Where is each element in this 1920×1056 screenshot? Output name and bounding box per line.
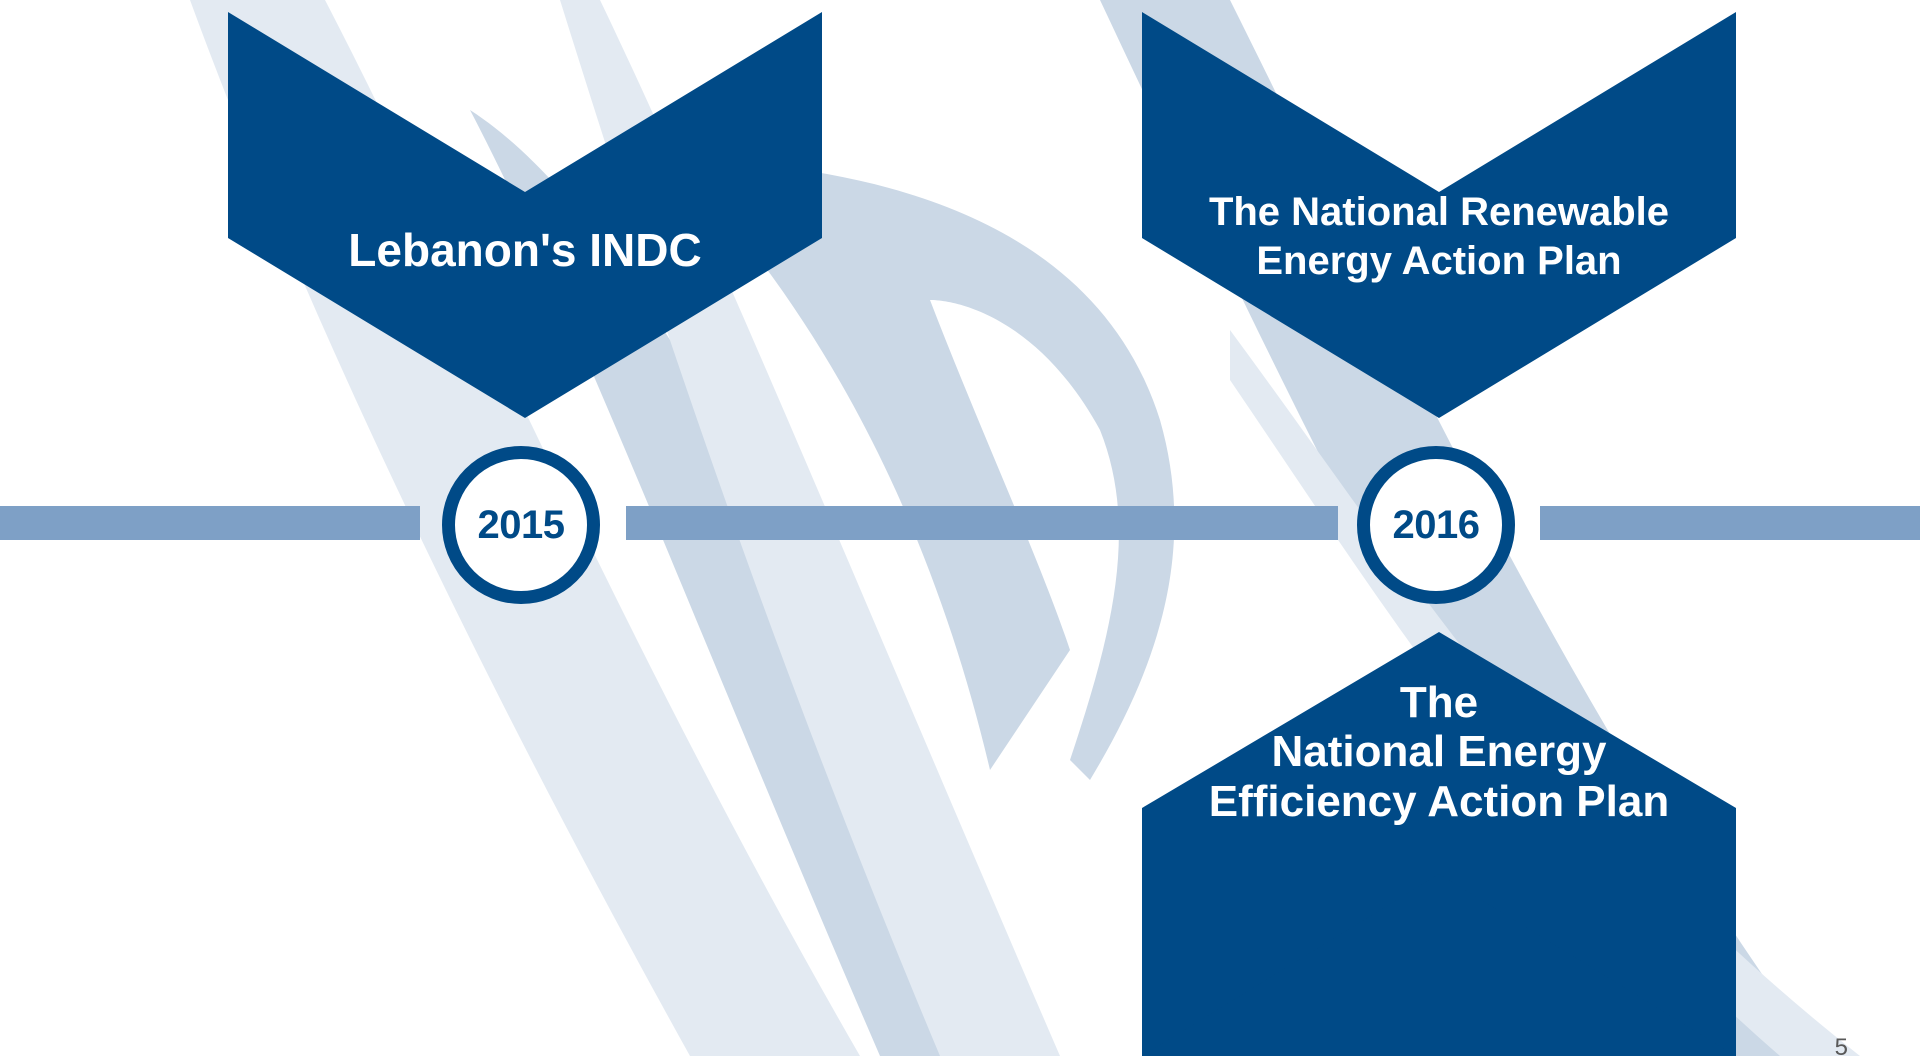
arrow-2016-top <box>1142 12 1736 418</box>
year-circle-2016: 2016 <box>1357 446 1515 604</box>
milestone-label-renewable-energy-plan: The National Renewable Energy Action Pla… <box>1142 188 1736 286</box>
year-label: 2016 <box>1392 502 1480 547</box>
milestone-label-line: Efficiency Action Plan <box>1208 776 1670 826</box>
milestone-label-lebanon-indc: Lebanon's INDC <box>228 222 822 278</box>
year-circle-2015: 2015 <box>442 446 600 604</box>
arrow-2015-top <box>228 12 822 418</box>
milestone-label-line: Energy Action Plan <box>1256 238 1622 283</box>
timeline-bar-right <box>1540 506 1920 540</box>
arrow-2016-bottom <box>1142 632 1736 1056</box>
year-label: 2015 <box>477 502 565 547</box>
milestone-label-line: The <box>1399 678 1479 727</box>
milestone-label-energy-efficiency-plan: The National Energy Efficiency Action Pl… <box>1142 678 1736 826</box>
milestone-label-text: Lebanon's INDC <box>348 224 702 276</box>
swoosh-loop <box>700 160 1175 780</box>
timeline-bar-left <box>0 506 420 540</box>
arrow-2016-bottom-notch <box>1142 874 1736 1056</box>
milestone-label-line: The National Renewable <box>1208 190 1670 234</box>
slide-number: 5 <box>1834 1034 1848 1056</box>
timeline-bar-middle <box>626 506 1338 540</box>
milestone-label-line: National Energy <box>1271 727 1607 777</box>
